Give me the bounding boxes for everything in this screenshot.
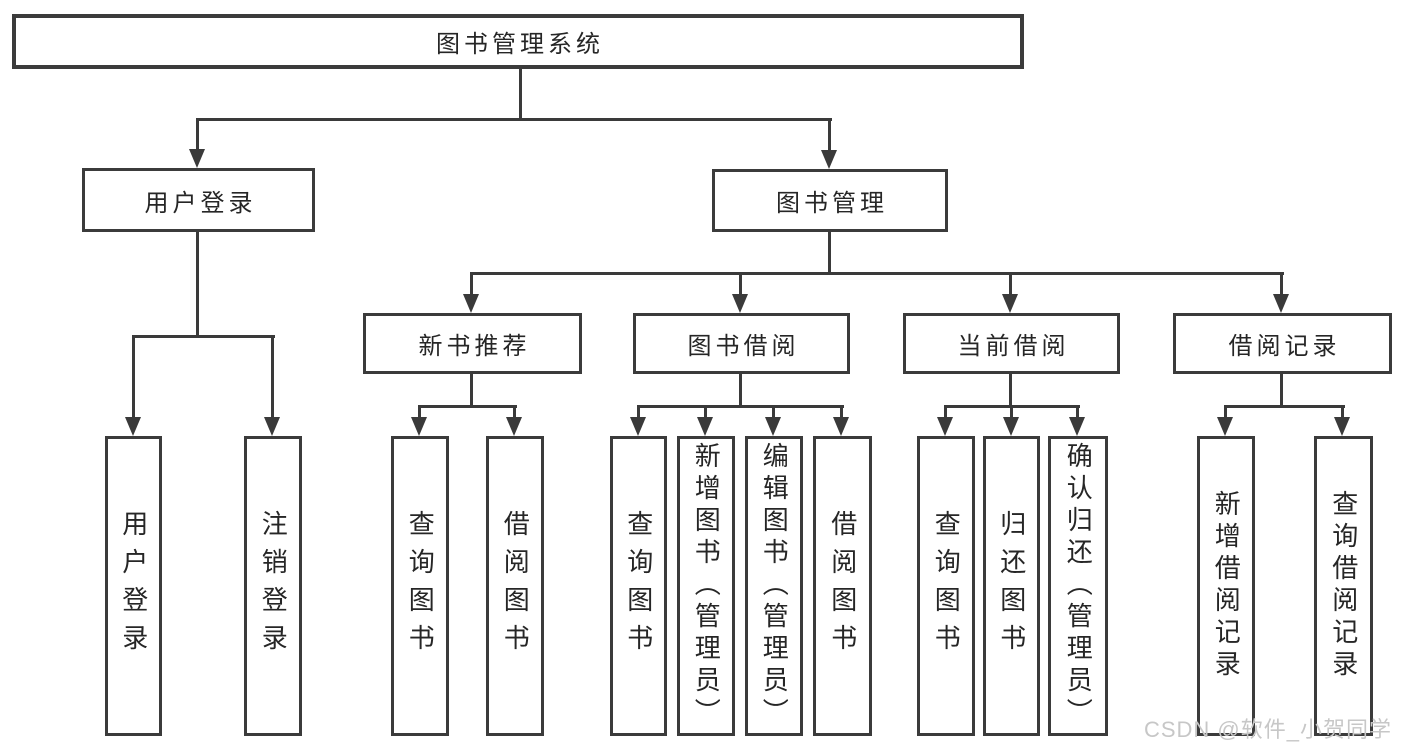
connector-stem [1009,374,1012,408]
node-label: 借阅记录 [1228,333,1341,360]
connector-stem [519,69,522,121]
connector-drop [132,335,135,417]
node-new-book-recommend: 新书推荐 [363,313,582,374]
connector-bar [637,405,844,408]
arrowhead-down-icon [1069,417,1085,436]
connector-bar [132,335,275,338]
leaf-return-books: 归还图书 [983,436,1040,736]
node-label: 图书管理 [776,190,888,217]
leaf-add-borrow-record: 新增借阅记录 [1197,436,1255,736]
connector-drop [944,405,947,417]
connector-drop [840,405,843,417]
leaf-label: 归还图书 [996,510,1027,662]
connector-drop [196,118,199,149]
leaf-logout: 注销登录 [244,436,302,736]
leaf-label: 注销登录 [258,510,289,662]
connector-drop [1224,405,1227,417]
leaf-label: 新增借阅记录 [1211,490,1242,682]
node-label: 图书借阅 [687,333,800,360]
connector-drop [1009,272,1012,294]
node-book-borrowing: 图书借阅 [633,313,850,374]
connector-stem [739,374,742,408]
leaf-query-books-borrowing: 查询图书 [610,436,667,736]
connector-drop [513,405,516,417]
arrowhead-down-icon [1273,294,1289,313]
arrowhead-down-icon [1002,294,1018,313]
leaf-label: 借阅图书 [500,510,531,662]
connector-drop [1341,405,1344,417]
node-user-login: 用户登录 [82,168,315,232]
leaf-borrow-books-recommend: 借阅图书 [486,436,544,736]
arrowhead-down-icon [1003,417,1019,436]
node-borrow-records: 借阅记录 [1173,313,1392,374]
arrowhead-down-icon [630,417,646,436]
leaf-borrow-books: 借阅图书 [813,436,872,736]
connector-bar [1224,405,1345,408]
connector-drop [271,335,274,417]
leaf-query-borrow-record: 查询借阅记录 [1314,436,1373,736]
arrowhead-down-icon [411,417,427,436]
arrowhead-down-icon [1334,417,1350,436]
leaf-label: 查询借阅记录 [1328,490,1359,682]
arrowhead-down-icon [1217,417,1233,436]
node-label: 当前借阅 [957,333,1070,360]
leaf-label: 查询图书 [623,510,654,662]
connector-drop [1010,405,1013,417]
connector-drop [772,405,775,417]
connector-stem [470,374,473,408]
leaf-query-books-current: 查询图书 [917,436,975,736]
connector-stem [1280,374,1283,408]
arrowhead-down-icon [264,417,280,436]
arrowhead-down-icon [765,417,781,436]
node-label: 新书推荐 [418,333,531,360]
leaf-label: 借阅图书 [827,510,858,662]
connector-drop [828,118,831,150]
connector-drop [1076,405,1079,417]
arrowhead-down-icon [506,417,522,436]
connector-stem [828,232,831,275]
leaf-label: 新增图书（管理员） [691,442,722,730]
arrowhead-down-icon [937,417,953,436]
leaf-label: 用户登录 [118,510,149,662]
leaf-label: 查询图书 [405,510,436,662]
arrowhead-down-icon [821,150,837,169]
csdn-watermark: CSDN @软件_小贺同学 [1143,717,1392,742]
connector-bar [196,118,832,121]
leaf-user-login: 用户登录 [105,436,162,736]
arrowhead-down-icon [732,294,748,313]
arrowhead-down-icon [463,294,479,313]
node-book-management: 图书管理 [712,169,948,232]
connector-drop [704,405,707,417]
connector-bar [418,405,517,408]
node-library-management-system: 图书管理系统 [12,14,1024,69]
leaf-label: 编辑图书（管理员） [759,442,790,730]
leaf-query-books-recommend: 查询图书 [391,436,449,736]
arrowhead-down-icon [697,417,713,436]
arrowhead-down-icon [125,417,141,436]
node-label: 图书管理系统 [436,31,604,58]
connector-drop [637,405,640,417]
leaf-add-book-admin: 新增图书（管理员） [677,436,735,736]
connector-drop [1280,272,1283,294]
leaf-label: 确认归还（管理员） [1063,442,1094,730]
leaf-label: 查询图书 [931,510,962,662]
arrowhead-down-icon [189,149,205,168]
node-current-borrowing: 当前借阅 [903,313,1120,374]
node-label: 用户登录 [144,189,257,217]
connector-stem [196,232,199,338]
arrowhead-down-icon [833,417,849,436]
connector-drop [739,272,742,294]
connector-drop [470,272,473,294]
leaf-confirm-return-admin: 确认归还（管理员） [1048,436,1108,736]
connector-drop [418,405,421,417]
connector-bar [470,272,1284,275]
leaf-edit-book-admin: 编辑图书（管理员） [745,436,803,736]
